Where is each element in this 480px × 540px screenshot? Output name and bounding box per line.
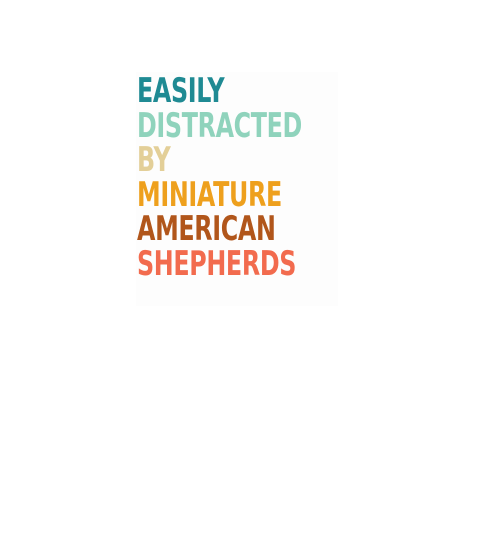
slogan-line-by: BY (137, 140, 171, 180)
slogan-line-easily: EASILY (137, 71, 225, 111)
slogan-line-shepherds: SHEPHERDS (137, 243, 297, 284)
slogan-text: EASILY DISTRACTED BY MINIATURE AMERICAN … (137, 74, 373, 281)
design-panel (136, 72, 338, 306)
slogan-line-american: AMERICAN (137, 209, 276, 249)
slogan-line-miniature: MINIATURE (137, 174, 282, 215)
slogan-line-distracted: DISTRACTED (137, 105, 302, 146)
